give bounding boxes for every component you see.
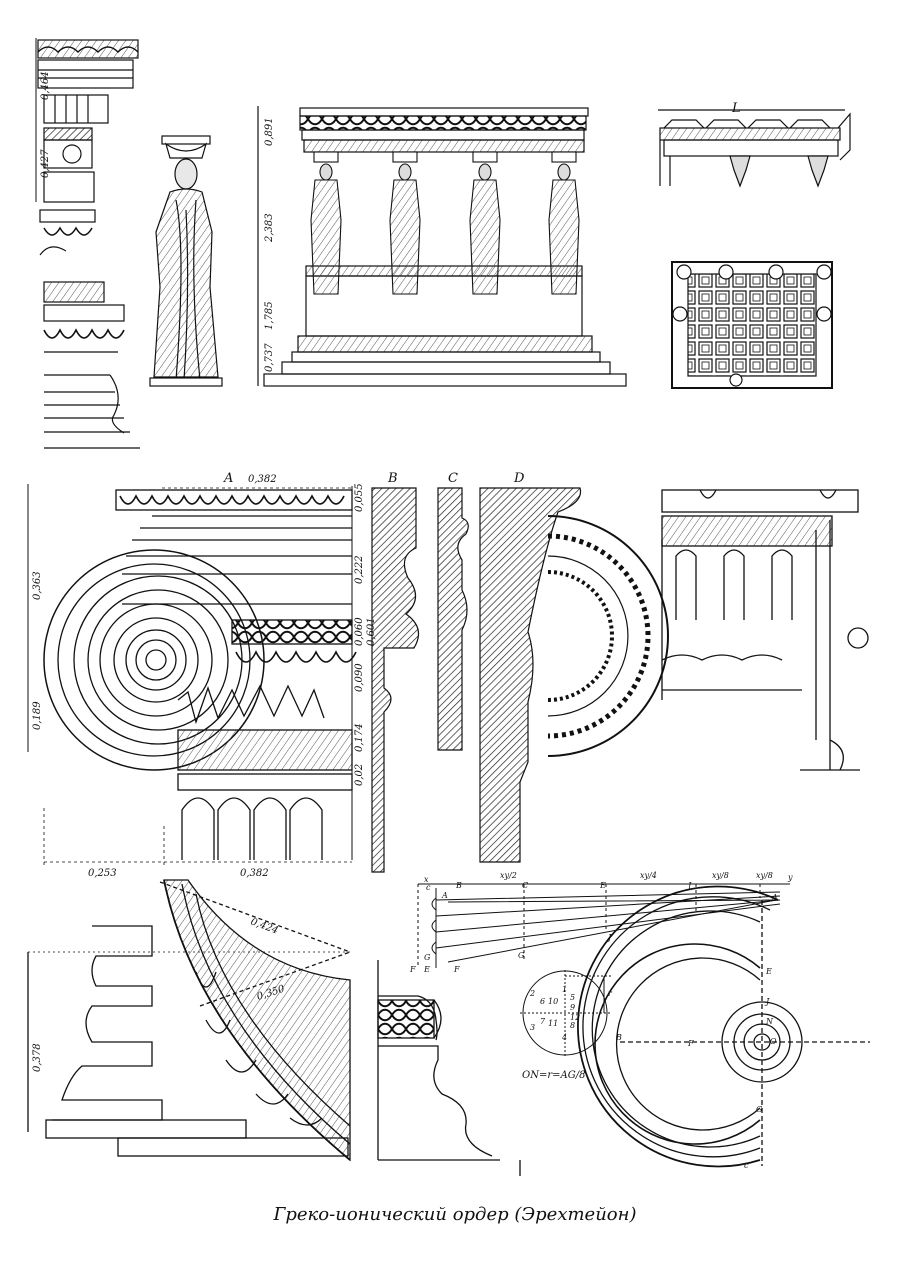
- eye-num-6: 6: [540, 997, 545, 1006]
- volute-spiral-construction: [577, 885, 870, 1168]
- column-base-elevation: [27, 925, 349, 1157]
- spiral-point-a: A: [771, 893, 778, 902]
- capital-side-view: [661, 489, 869, 771]
- vc-fraction-half: xy/2: [500, 871, 517, 880]
- spiral-point-b: B: [615, 1033, 622, 1042]
- dim-capital-height: 0,363: [32, 571, 43, 600]
- label-section-a: A: [223, 471, 233, 486]
- vc-top-y: y: [787, 873, 793, 882]
- plate-caption: Греко-ионический ордер (Эрехтейон): [273, 1204, 637, 1225]
- profile-b: [371, 487, 420, 873]
- dim-base-height: 0,378: [32, 1043, 43, 1072]
- vc-top-e: E: [599, 881, 606, 890]
- dim-width-left: 0,253: [88, 868, 117, 879]
- dim-porch-entablature: 0,891: [264, 117, 275, 146]
- dim-capital-lower: 0,189: [32, 701, 43, 730]
- base-profile: [377, 960, 521, 1176]
- dim-entablature-upper: 0,464: [40, 71, 51, 100]
- volute-side-bead-ring: [547, 515, 669, 757]
- eye-num-12: 12: [570, 1013, 580, 1022]
- vc-side-g: G: [424, 953, 431, 962]
- profile-c: [437, 487, 469, 751]
- volute-eye-detail: [520, 970, 612, 1058]
- vc-side-a: A: [441, 891, 448, 900]
- vc-side-f: F: [409, 965, 416, 974]
- eye-num-5: 5: [570, 993, 575, 1002]
- dim-profile-6: 0,174: [354, 723, 365, 752]
- eye-num-9: 9: [570, 1003, 575, 1012]
- spiral-point-g: G: [756, 1105, 763, 1114]
- spiral-point-e: E: [765, 967, 772, 976]
- column-base-plan-arc: [28, 879, 351, 1162]
- dim-profile-5: 0,090: [354, 663, 365, 692]
- dim-porch-podium: 1,785: [264, 301, 275, 330]
- vc-top-c2: C: [522, 881, 528, 890]
- porch-elevation: [257, 106, 627, 387]
- dim-profile-1: 0,055: [354, 483, 365, 512]
- dim-entablature-lower: 0,427: [40, 149, 51, 178]
- dim-base-radius-outer: 0,424: [249, 916, 280, 936]
- section-l-detail: [658, 109, 851, 188]
- dim-profile-2: 0,222: [354, 555, 365, 584]
- vc-fraction-quarter: xy/4: [640, 871, 657, 880]
- capital-profile-small: [43, 281, 140, 449]
- volute-formula: ON=r=AG/8: [522, 1070, 585, 1081]
- vc-side-f2: F: [453, 965, 460, 974]
- dim-width-right: 0,382: [240, 868, 269, 879]
- label-section-d: D: [513, 471, 525, 486]
- spiral-point-f: F: [687, 1039, 694, 1048]
- dim-profile-7: 0,02: [354, 764, 365, 786]
- dim-profile-3: 0,060: [354, 617, 365, 646]
- dim-capital-width-top: 0,382: [248, 474, 277, 485]
- eye-num-8: 8: [570, 1021, 575, 1030]
- vc-top-j: J: [686, 881, 692, 890]
- eye-num-7: 7: [540, 1017, 546, 1026]
- label-section-b: B: [387, 471, 398, 486]
- eye-num-1: 1: [562, 985, 567, 994]
- spiral-point-j: J: [764, 997, 770, 1006]
- label-section-c: C: [448, 471, 458, 486]
- eye-num-11: 11: [548, 1019, 558, 1028]
- ionic-capital-elevation: [43, 489, 357, 860]
- vc-side-g2: G: [518, 951, 525, 960]
- caryatid-figure: [149, 135, 223, 387]
- porch-caryatids: [310, 151, 580, 295]
- vc-fraction-eighth-a: xy/8: [712, 871, 729, 880]
- spiral-point-c: c: [744, 1161, 749, 1170]
- eye-num-10: 10: [548, 997, 558, 1006]
- entablature-profile-top: [37, 39, 139, 256]
- dim-porch-base: 0,737: [264, 343, 275, 372]
- ceiling-coffer-plan: [671, 261, 833, 389]
- eye-num-4: 4: [561, 1033, 567, 1042]
- vc-side-e: E: [423, 965, 430, 974]
- eye-num-3: 3: [530, 1023, 535, 1032]
- vc-fraction-eighth-b: xy/8: [756, 871, 773, 880]
- vc-top-b: B: [455, 881, 462, 890]
- profile-d: [479, 487, 582, 863]
- volute-construction-lines: [417, 883, 790, 968]
- dim-porch-caryatid: 2,383: [264, 213, 275, 243]
- spiral-point-o: O: [770, 1037, 777, 1046]
- label-section-l: L: [731, 101, 741, 116]
- vc-top-x: x: [424, 875, 429, 884]
- eye-radius-r: r: [608, 989, 613, 998]
- vc-top-c: c: [426, 883, 431, 892]
- eye-num-2: 2: [529, 989, 535, 998]
- spiral-point-n: N: [765, 1017, 774, 1026]
